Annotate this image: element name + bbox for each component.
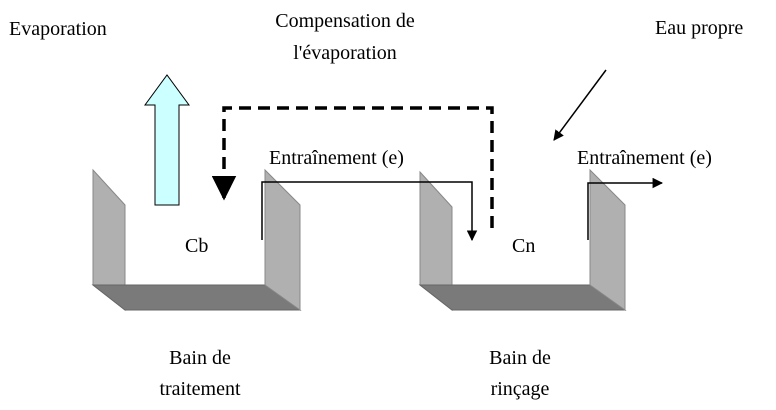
- compensation-label-line1: Compensation de: [275, 10, 415, 32]
- tank2-label-line2: rinçage: [490, 378, 550, 400]
- cb-label: Cb: [185, 235, 209, 257]
- cn-label: Cn: [512, 235, 536, 257]
- compensation-label-line2: l'évaporation: [293, 42, 397, 64]
- clean-water-label: Eau propre: [655, 17, 744, 39]
- tank1-label-line2: traitement: [159, 378, 241, 400]
- compensation-dashed-arrow: [211, 106, 494, 228]
- dragout-arrow-2: [587, 177, 664, 240]
- dragout-arrow-1: [261, 181, 478, 242]
- rinse-tank: [418, 168, 627, 312]
- treatment-tank: [91, 168, 302, 312]
- dragout-label-2: Entraînement (e): [577, 147, 712, 169]
- rinse-tank-base: [418, 284, 627, 311]
- treatment-tank-right-wall: [264, 168, 301, 311]
- tank2-label-line1: Bain de: [489, 347, 551, 369]
- clean-water-arrow: [553, 69, 607, 141]
- dragout-label-1: Entraînement (e): [269, 147, 404, 169]
- treatment-tank-base: [91, 284, 302, 311]
- tank1-label-line1: Bain de: [169, 347, 231, 369]
- rinse-tank-right-wall: [589, 168, 626, 311]
- evaporation-arrow-icon: [144, 74, 190, 206]
- evaporation-label: Evaporation: [9, 18, 107, 40]
